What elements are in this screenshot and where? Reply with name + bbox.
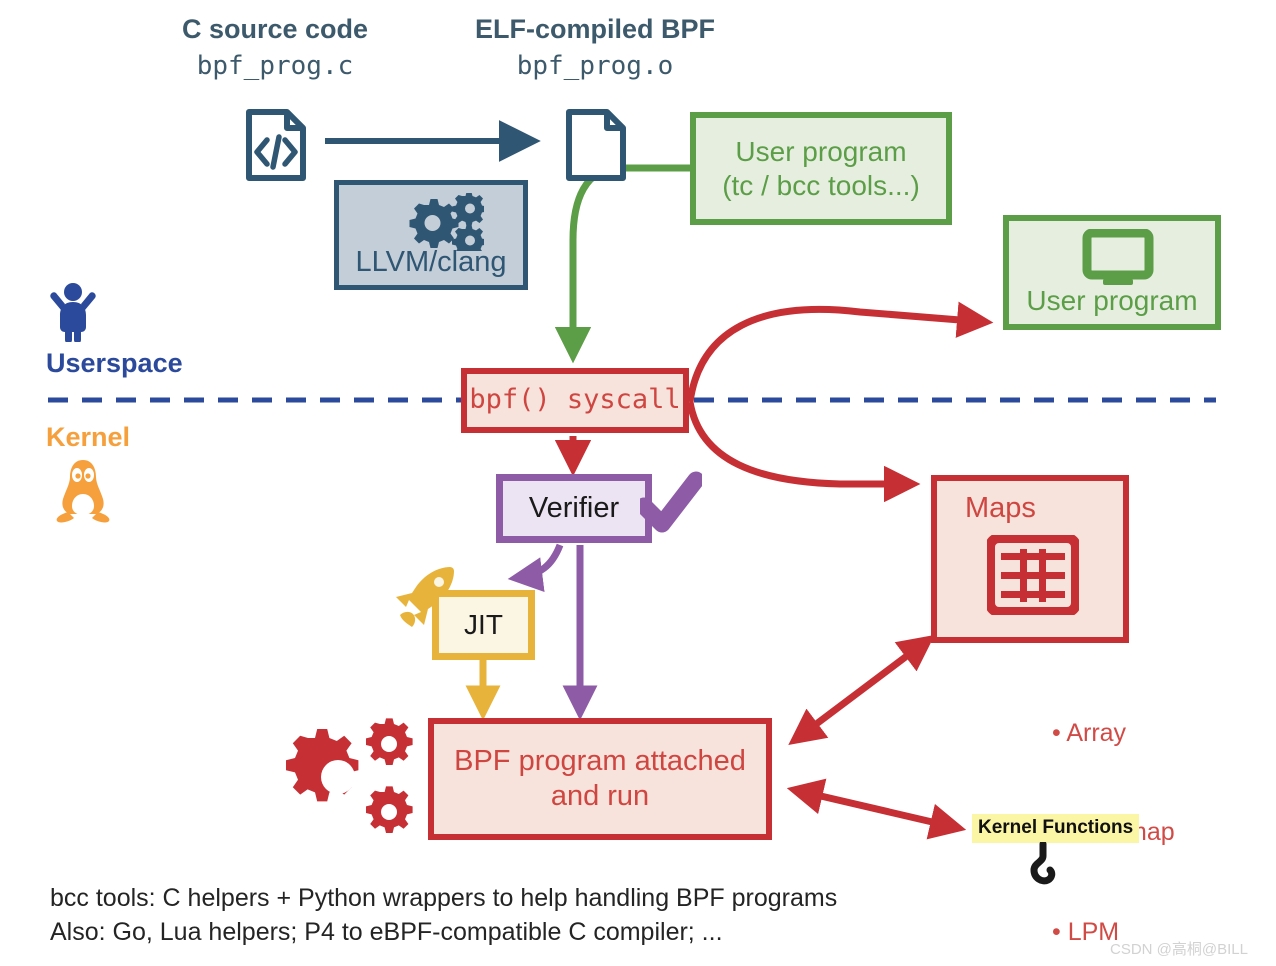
verifier-label: Verifier [528,492,620,524]
arrow-userprog-to-syscall [554,164,690,364]
code-file-icon [245,108,307,182]
red-gears-icon [286,714,430,840]
bpf-program-line2: and run [550,780,650,812]
bpf-syscall-box[interactable]: bpf() syscall [461,368,689,433]
maps-box[interactable]: Maps [931,475,1129,643]
bpf-program-line1: BPF program attached [454,745,746,778]
arrow-verifier-to-jit [507,543,564,593]
user-program-box[interactable]: User program [1003,215,1221,330]
arrow-syscall-to-maps [686,401,921,503]
maps-type-item: • Array [1052,718,1127,747]
user-program-tools-line2: (tc / bcc tools...) [722,169,920,201]
person-icon [50,282,96,344]
jit-label: JIT [464,609,503,640]
bpf-program-box[interactable]: BPF program attached and run [428,718,772,840]
arrow-syscall-to-userprog [686,301,994,403]
maps-types-list: • Array • Hashmap • LPM • ... [1052,650,1175,966]
linux-penguin-icon [52,458,114,524]
userspace-label: Userspace [46,348,183,378]
kernel-functions-badge[interactable]: Kernel Functions [972,814,1140,843]
elf-object-title: ELF-compiled BPF [474,14,715,44]
verifier-box[interactable]: Verifier [496,474,652,543]
watermark: CSDN @高桐@BILL [1110,941,1248,958]
c-source-title: C source code [181,14,369,44]
llvm-clang-label: LLVM/clang [355,246,507,278]
arrow-bpfprog-maps [788,634,935,746]
user-program-label: User program [1026,285,1198,317]
kernel-label: Kernel [46,422,131,452]
rocket-icon [394,563,458,629]
elf-object-filename: bpf_prog.o [516,51,674,81]
arrow-bpfprog-kernelfns [786,778,967,840]
c-source-filename: bpf_prog.c [196,51,354,81]
gears-icon [394,192,486,259]
user-program-tools-line1: User program [735,135,907,167]
maps-type-item: • LPM [1052,918,1120,946]
llvm-clang-box[interactable]: LLVM/clang [334,180,528,290]
object-file-icon [565,108,627,182]
bpf-syscall-label: bpf() syscall [469,384,681,416]
jit-box[interactable]: JIT [432,590,535,660]
monitor-icon [1081,228,1155,285]
hook-icon [1022,840,1064,888]
table-grid-icon [985,533,1081,617]
user-program-tools-box[interactable]: User program (tc / bcc tools...) [690,112,952,225]
footer-line-1: bcc tools: C helpers + Python wrappers t… [50,884,838,912]
maps-label: Maps [965,492,1036,524]
footer-line-2: Also: Go, Lua helpers; P4 to eBPF-compat… [50,918,723,946]
checkmark-icon [635,470,705,540]
